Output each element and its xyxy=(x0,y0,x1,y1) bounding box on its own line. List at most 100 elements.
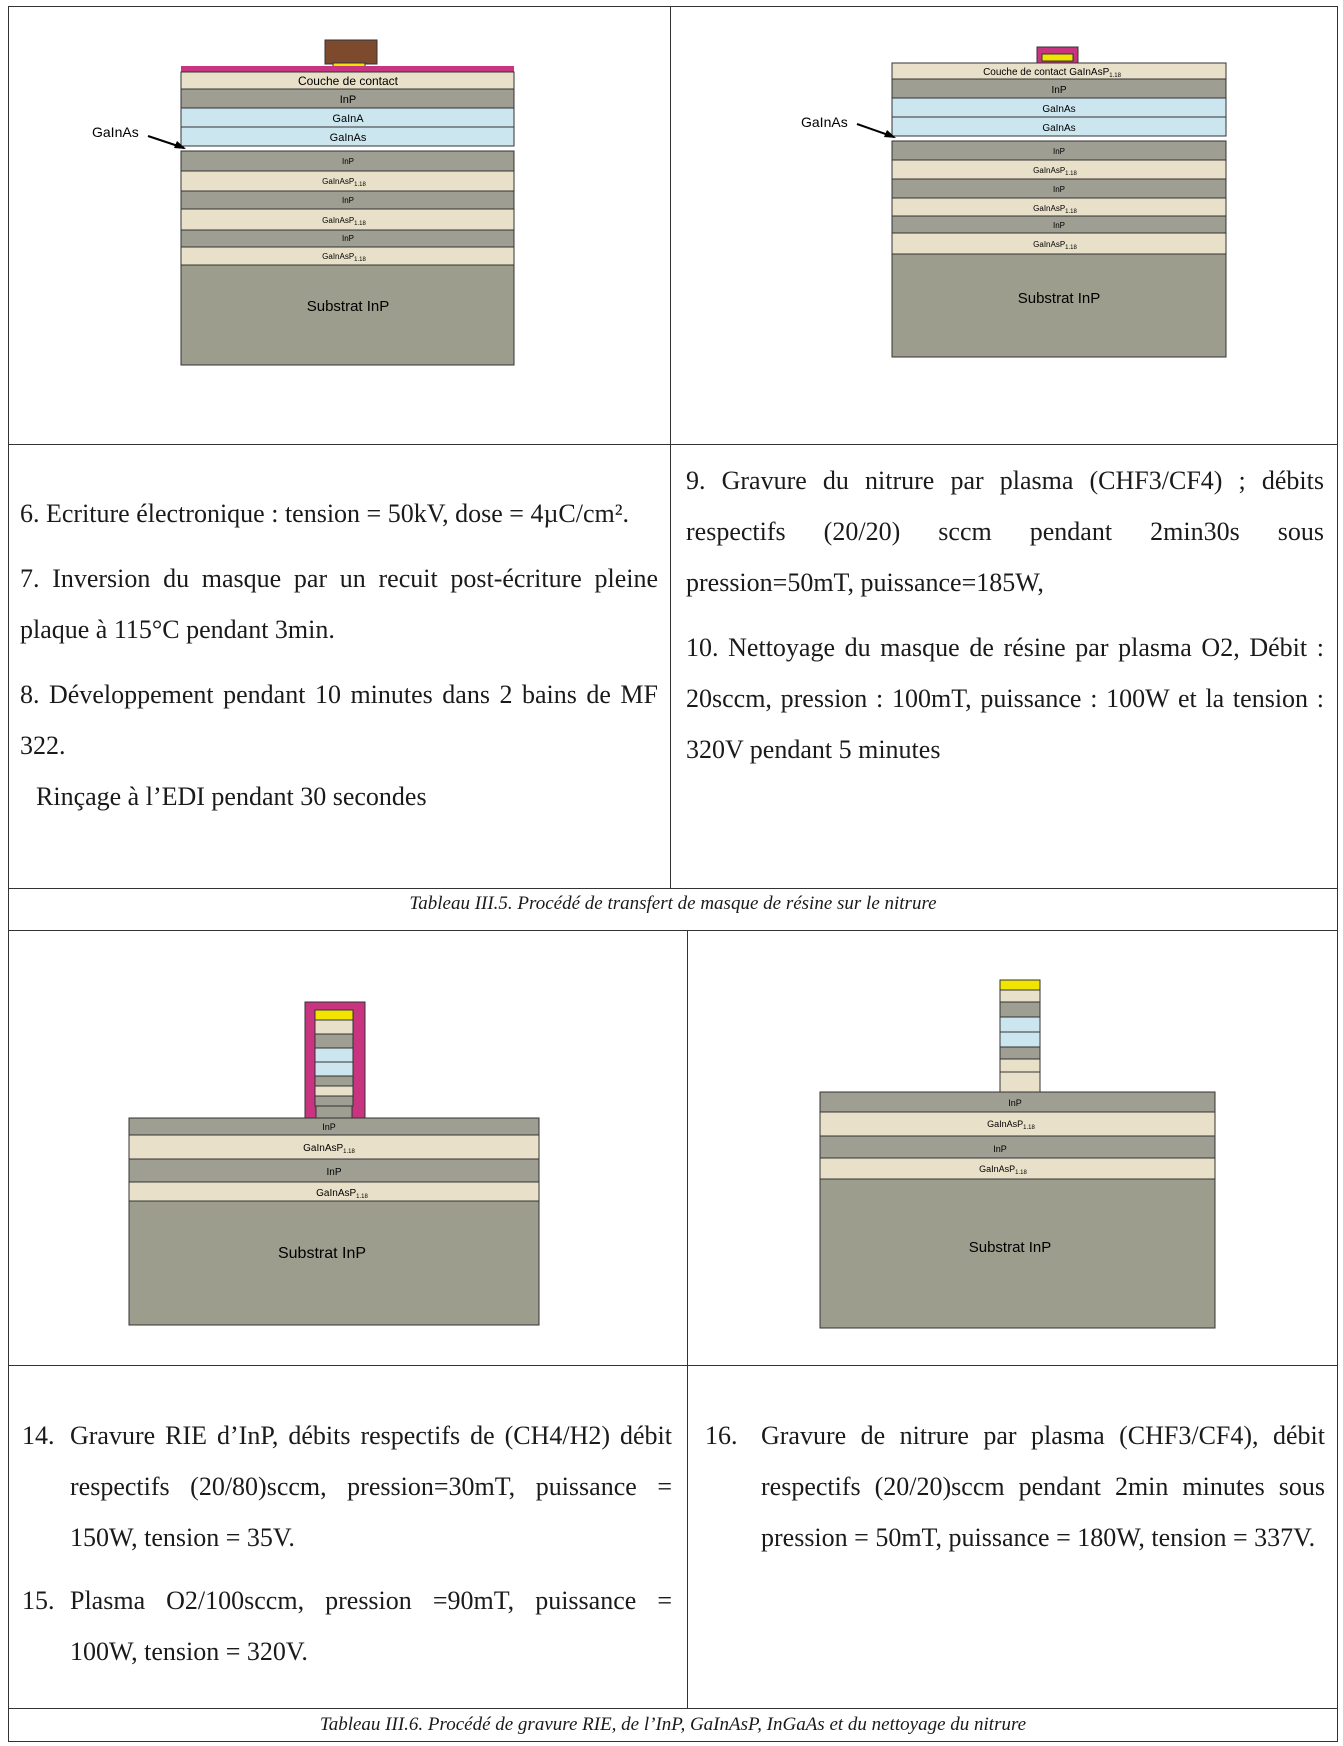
step-16-cell: 16. Gravure de nitrure par plasma (CHF3/… xyxy=(705,1410,1325,1575)
mesa-layer-3 xyxy=(314,1047,354,1063)
mesa-layer-4 xyxy=(314,1061,354,1077)
layer-galnasp-1-label: GaInAsP xyxy=(987,1119,1023,1129)
layer-inp-3-label: InP xyxy=(342,196,354,205)
layer-galnasp-1-label: GaInAsP xyxy=(303,1143,343,1154)
step-14-number: 14. xyxy=(22,1421,55,1450)
layer-gainas-b xyxy=(180,126,515,147)
layer-galnasp-3-label: GaInAsP xyxy=(322,252,354,261)
mesa-contact-metal xyxy=(999,979,1041,991)
step-15-number: 15. xyxy=(22,1586,55,1615)
layer-gainas-a-label: GaInAs xyxy=(1042,104,1075,115)
mesa-layer-6 xyxy=(314,1085,354,1097)
layer-galnasp-1-label: GaInAsP xyxy=(1033,166,1065,175)
layer-galnasp-3-label: GaInAsP xyxy=(1033,240,1065,249)
step-15: 15. Plasma O2/100sccm, pression =90mT, p… xyxy=(22,1575,672,1677)
caption-table-3-5: Tableau III.5. Procédé de transfert de m… xyxy=(409,893,937,914)
step-8: 8. Développement pendant 10 minutes dans… xyxy=(20,680,658,760)
layer-inp-1-label: InP xyxy=(1008,1098,1022,1108)
mesa-base xyxy=(315,1105,353,1119)
mesa-layer-1 xyxy=(999,989,1041,1003)
svg-text:GaInAsP1.18: GaInAsP1.18 xyxy=(322,216,366,227)
step-16-text: Gravure de nitrure par plasma (CHF3/CF4)… xyxy=(761,1421,1325,1552)
layer-inp-2-label: InP xyxy=(326,1167,341,1178)
substrate-label: Substrat InP xyxy=(307,298,390,315)
substrate xyxy=(891,253,1227,358)
svg-text:GaInAsP1.18: GaInAsP1.18 xyxy=(322,177,366,188)
layer-contact-sub: 1.18 xyxy=(1109,73,1121,79)
layer-contact-label: Couche de contact GaInAsP xyxy=(983,67,1110,78)
layer-galnasp-1-sub: 1.18 xyxy=(1023,1125,1035,1131)
arrow-label-gainas: GaInAs xyxy=(92,124,139,140)
layer-galnasp-3-sub: 1.18 xyxy=(1065,245,1077,251)
layer-galnasp-2-sub: 1.18 xyxy=(1065,209,1077,215)
layer-galnasp-1-sub: 1.18 xyxy=(1065,171,1077,177)
svg-text:GaInAsP1.18: GaInAsP1.18 xyxy=(316,1188,368,1200)
layer-galnasp-2-label: GaInAsP xyxy=(316,1188,356,1199)
substrate xyxy=(180,264,515,366)
step-8-rinse: Rinçage à l’EDI pendant 30 secondes xyxy=(36,782,427,811)
layer-inp-4-label: InP xyxy=(342,234,354,243)
layer-galnasp-2-sub: 1.18 xyxy=(354,221,366,227)
layer-galnasp-1 xyxy=(128,1134,540,1160)
caption-table-3-6: Tableau III.6. Procédé de gravure RIE, d… xyxy=(319,1714,1027,1735)
layer-inp-2-label: InP xyxy=(1053,147,1065,156)
arrow-label-gainas: GaInAs xyxy=(801,114,848,130)
step-16-number: 16. xyxy=(705,1421,738,1450)
step-15-text: Plasma O2/100sccm, pression =90mT, puiss… xyxy=(70,1586,672,1666)
contact-metal xyxy=(1041,53,1074,62)
diagram-epitaxy-stack-left: Couche de contact InP GaInA GaInAs InP G… xyxy=(92,39,515,366)
layer-galnasp-2-sub: 1.18 xyxy=(356,1194,368,1200)
layer-inp-1-label: InP xyxy=(1051,85,1066,96)
layer-gainas-b-label: GaInAs xyxy=(330,132,367,144)
layer-galnasp-2-label: GaInAsP xyxy=(1033,204,1065,213)
mesa-layer-1 xyxy=(314,1019,354,1035)
grid-vline-top xyxy=(670,6,671,888)
diagram-etched-mesa-left: InP GaInAsP1.18 InP GaInAsP1.18 Substrat… xyxy=(128,1001,540,1326)
layer-inp-2 xyxy=(819,1135,1216,1159)
substrate xyxy=(128,1200,540,1326)
svg-text:GaInAsP1.18: GaInAsP1.18 xyxy=(987,1119,1035,1131)
mesa-layer-6 xyxy=(999,1058,1041,1073)
grid-hline-4 xyxy=(8,1365,1338,1366)
substrate-label: Substrat InP xyxy=(278,1245,366,1262)
svg-text:GaInAsP1.18: GaInAsP1.18 xyxy=(303,1143,355,1155)
step-16: 16. Gravure de nitrure par plasma (CHF3/… xyxy=(705,1410,1325,1563)
layer-inp-2-label: InP xyxy=(342,157,354,166)
svg-text:GaInAsP1.18: GaInAsP1.18 xyxy=(1033,204,1077,215)
layer-contact-label: Couche de contact xyxy=(298,74,399,88)
layer-gainas-b-label: GaInAs xyxy=(1042,123,1075,134)
mesa-layer-7 xyxy=(314,1095,354,1107)
layer-inp-4-label: InP xyxy=(1053,221,1065,230)
svg-text:GaInAsP1.18: GaInAsP1.18 xyxy=(979,1164,1027,1176)
grid-hline-2 xyxy=(8,888,1338,889)
step-6: 6. Ecriture électronique : tension = 50k… xyxy=(20,499,630,528)
arrow-head-icon xyxy=(884,130,896,138)
grid-hline-5 xyxy=(8,1708,1338,1709)
layer-galnasp-1-sub: 1.18 xyxy=(343,1149,355,1155)
mesa-layer-5 xyxy=(314,1075,354,1087)
mesa-layer-7 xyxy=(999,1071,1041,1093)
svg-text:GaInAsP1.18: GaInAsP1.18 xyxy=(322,252,366,263)
mesa-layer-3 xyxy=(999,1016,1041,1033)
mesa-layer-2 xyxy=(314,1033,354,1049)
step-7: 7. Inversion du masque par un recuit pos… xyxy=(20,564,658,644)
layer-galnasp-3-sub: 1.18 xyxy=(354,257,366,263)
arrow-head-icon xyxy=(174,141,186,149)
grid-hline-3 xyxy=(8,930,1338,931)
mesa-layer-4 xyxy=(999,1031,1041,1048)
mesa-layer-2 xyxy=(999,1001,1041,1018)
layer-gainas-a-label: GaInA xyxy=(332,113,364,125)
layer-galnasp-2-label: GaInAsP xyxy=(979,1164,1015,1174)
layer-inp-2-label: InP xyxy=(993,1144,1007,1154)
steps-14-to-15: 14. Gravure RIE d’InP, débits respectifs… xyxy=(22,1410,672,1689)
svg-text:GaInAsP1.18: GaInAsP1.18 xyxy=(1033,240,1077,251)
layer-galnasp-1 xyxy=(819,1111,1216,1137)
step-14-text: Gravure RIE d’InP, débits respectifs de … xyxy=(70,1421,672,1552)
svg-text:Couche de contact GaInAsP1.18: Couche de contact GaInAsP1.18 xyxy=(983,67,1122,79)
layer-inp-1-label: InP xyxy=(322,1122,336,1132)
svg-text:GaInAsP1.18: GaInAsP1.18 xyxy=(1033,166,1077,177)
nitride-layer xyxy=(181,66,514,72)
layer-inp-3-label: InP xyxy=(1053,185,1065,194)
substrate-label: Substrat InP xyxy=(969,1239,1052,1256)
steps-9-to-10: 9. Gravure du nitrure par plasma (CHF3/C… xyxy=(686,455,1324,789)
